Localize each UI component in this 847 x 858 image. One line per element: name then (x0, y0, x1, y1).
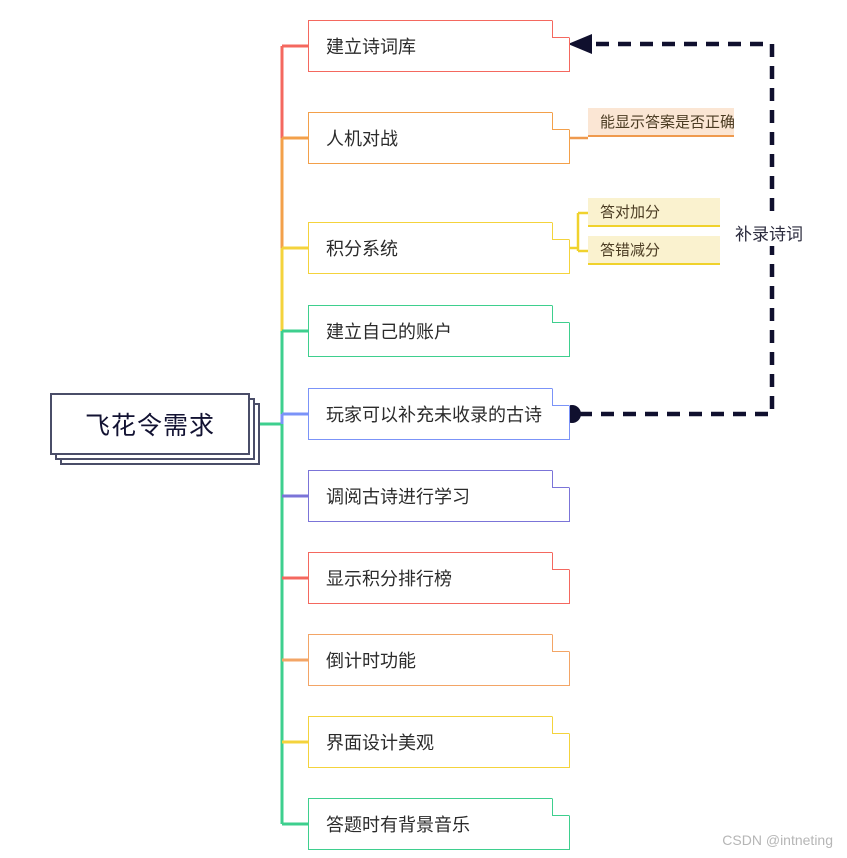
node-xianshi-paihangbang[interactable]: 显示积分排行榜 (308, 552, 570, 604)
leaf-label: 答错减分 (600, 242, 661, 259)
leaf-dadui-jiafen[interactable]: 答对加分 (588, 198, 720, 227)
node-label: 界面设计美观 (326, 733, 434, 753)
folded-corner-icon (552, 716, 570, 734)
folded-corner-icon (552, 388, 570, 406)
node-label: 答题时有背景音乐 (326, 815, 470, 835)
node-label: 建立自己的账户 (326, 322, 452, 342)
folded-corner-icon (552, 112, 570, 130)
leaf-label: 答对加分 (600, 204, 661, 221)
note-body (308, 112, 570, 164)
root-node[interactable]: 飞花令需求 (50, 393, 260, 465)
note-body (308, 798, 570, 850)
relation-arrow-marker (568, 34, 592, 54)
root-node-label: 飞花令需求 (84, 412, 215, 440)
node-label: 人机对战 (326, 129, 398, 149)
node-label: 显示积分排行榜 (326, 569, 452, 589)
node-jianli-zhanghu[interactable]: 建立自己的账户 (308, 305, 570, 357)
note-body (308, 552, 570, 604)
node-label: 积分系统 (326, 239, 398, 259)
note-body (308, 305, 570, 357)
node-jianli-shicku[interactable]: 建立诗词库 (308, 20, 570, 72)
folded-corner-icon (552, 470, 570, 488)
note-body (308, 716, 570, 768)
folded-corner-icon (552, 305, 570, 323)
node-renji-duizhan[interactable]: 人机对战 (308, 112, 570, 164)
node-label: 调阅古诗进行学习 (326, 487, 470, 507)
leaf-dacuo-jianfen[interactable]: 答错减分 (588, 236, 720, 265)
node-wanjia-buchong-gushi[interactable]: 玩家可以补充未收录的古诗 (308, 388, 570, 440)
node-label: 倒计时功能 (326, 651, 416, 671)
watermark: CSDN @intneting (722, 832, 833, 848)
note-body (308, 20, 570, 72)
note-body (308, 634, 570, 686)
note-body (308, 470, 570, 522)
node-jiemian-sheji-meiguan[interactable]: 界面设计美观 (308, 716, 570, 768)
node-label: 玩家可以补充未收录的古诗 (326, 405, 542, 425)
note-body (308, 388, 570, 440)
leaf-neng-xianshi-daan[interactable]: 能显示答案是否正确 (588, 108, 736, 137)
node-diaoyue-gushi-xuexi[interactable]: 调阅古诗进行学习 (308, 470, 570, 522)
folded-corner-icon (552, 20, 570, 38)
folded-corner-icon (552, 552, 570, 570)
node-daojishi-gongneng[interactable]: 倒计时功能 (308, 634, 570, 686)
node-datishi-beijing-yinyue[interactable]: 答题时有背景音乐 (308, 798, 570, 850)
node-jifen-xitong[interactable]: 积分系统 (308, 222, 570, 274)
folded-corner-icon (552, 222, 570, 240)
root-node-front (50, 393, 250, 455)
relation-label: 补录诗词 (732, 219, 806, 246)
folded-corner-icon (552, 798, 570, 816)
note-body (308, 222, 570, 274)
folded-corner-icon (552, 634, 570, 652)
leaf-label: 能显示答案是否正确 (600, 114, 736, 131)
node-label: 建立诗词库 (326, 37, 416, 57)
